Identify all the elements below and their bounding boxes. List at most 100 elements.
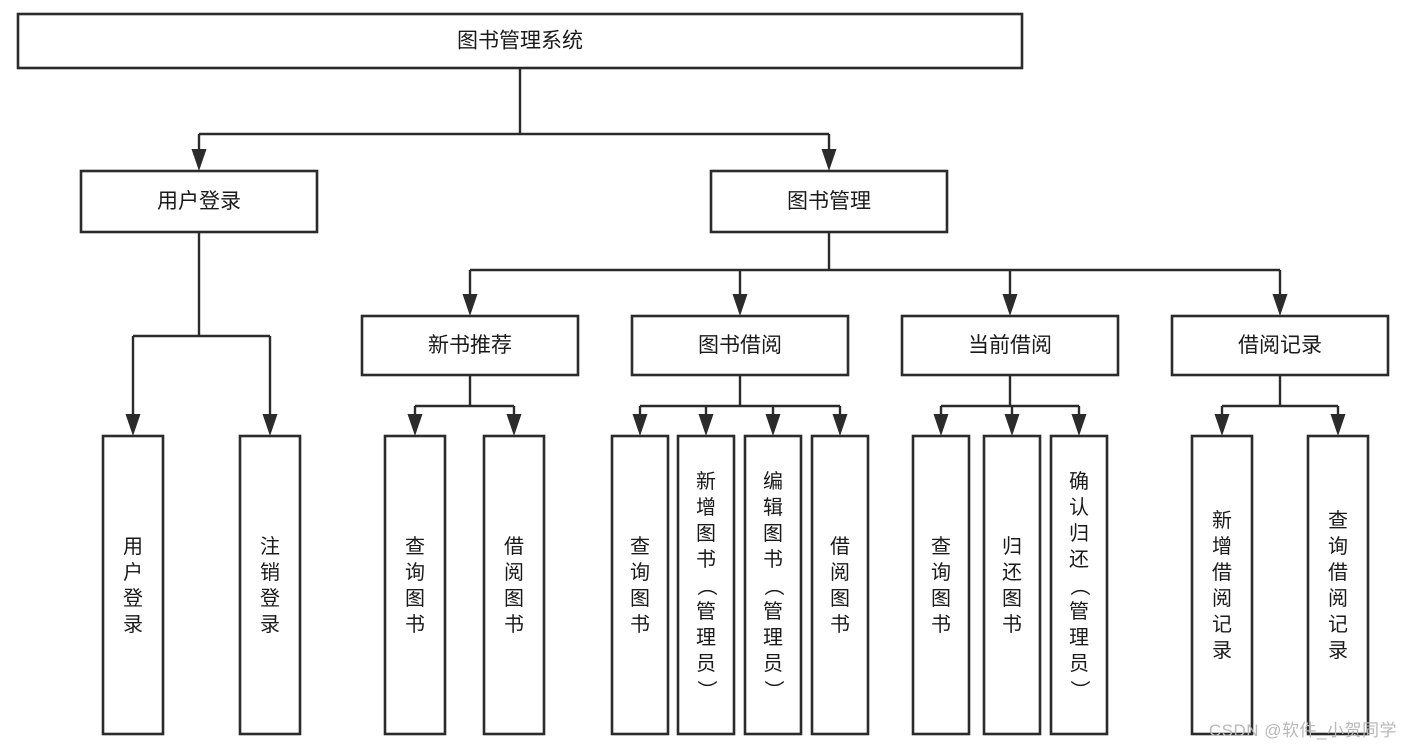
node-label-char: 查 bbox=[931, 535, 951, 558]
arrow-head-icon bbox=[1004, 414, 1020, 436]
node-box bbox=[1306, 434, 1370, 736]
node-label-char: 记 bbox=[1212, 613, 1232, 636]
node-current-borrow[interactable]: 当前借阅 bbox=[900, 314, 1120, 377]
node-box bbox=[630, 314, 850, 377]
node-label-char: 书 bbox=[696, 548, 716, 571]
node-user-login[interactable]: 用户登录 bbox=[79, 169, 319, 234]
node-label-char: ） bbox=[695, 680, 718, 700]
node-label: 用户登录 bbox=[157, 190, 241, 213]
node-label-char: 销 bbox=[260, 561, 280, 584]
arrow-head-icon bbox=[1272, 294, 1288, 316]
arrow-head-icon bbox=[821, 149, 837, 171]
node-label-char: 书 bbox=[931, 613, 951, 636]
node-label-char: 录 bbox=[1328, 640, 1348, 662]
node-label-char: 管 bbox=[696, 600, 716, 623]
node-label-char: 书 bbox=[1002, 613, 1022, 636]
node-book-manage[interactable]: 图书管理 bbox=[709, 169, 949, 234]
node-label: 图书管理系统 bbox=[457, 30, 583, 53]
node-label-char: 录 bbox=[260, 614, 280, 636]
connector-layer bbox=[125, 68, 1346, 436]
node-label: 图书管理 bbox=[787, 190, 871, 213]
node-label-char: 借 bbox=[1212, 561, 1232, 584]
node-label-char: （ bbox=[762, 576, 785, 596]
node-label-char: 借 bbox=[830, 535, 850, 558]
node-borrow-record[interactable]: 借阅记录 bbox=[1170, 314, 1390, 377]
node-label-char: 查 bbox=[630, 535, 650, 558]
arrow-head-icon bbox=[462, 294, 478, 316]
node-root[interactable]: 图书管理系统 bbox=[16, 12, 1024, 70]
arrow-head-icon bbox=[732, 294, 748, 316]
node-box bbox=[911, 434, 971, 736]
csdn-watermark: CSDN @软件_小贺同学 bbox=[1208, 721, 1397, 740]
node-label-char: 图 bbox=[1002, 588, 1022, 610]
node-label-char: 理 bbox=[763, 627, 783, 649]
node-label-char: 图 bbox=[830, 588, 850, 610]
arrow-head-icon bbox=[765, 414, 781, 436]
node-label-char: 图 bbox=[630, 588, 650, 610]
node-label-char: 编 bbox=[763, 470, 783, 493]
node-label-char: 书 bbox=[630, 613, 650, 636]
arrow-head-icon bbox=[1330, 414, 1346, 436]
node-box bbox=[709, 169, 949, 234]
node-label-char: （ bbox=[695, 576, 718, 596]
node-label-char: 阅 bbox=[830, 561, 850, 584]
node-label-char: 图 bbox=[931, 588, 951, 610]
node-label-char: 注 bbox=[260, 535, 280, 558]
node-label: 借阅记录 bbox=[1238, 334, 1322, 357]
node-box bbox=[610, 434, 670, 736]
node-box bbox=[16, 12, 1024, 70]
arrow-head-icon bbox=[407, 414, 423, 436]
node-label-char: 录 bbox=[123, 614, 143, 636]
node-box bbox=[743, 434, 803, 736]
arrow-head-icon bbox=[191, 149, 207, 171]
node-label-char: 记 bbox=[1328, 613, 1348, 636]
node-leaf-user-login[interactable]: 用户登录 bbox=[101, 434, 165, 736]
node-label-char: 书 bbox=[830, 613, 850, 636]
arrow-head-icon bbox=[832, 414, 848, 436]
node-box bbox=[1049, 434, 1109, 736]
node-box bbox=[101, 434, 165, 736]
node-label-char: 询 bbox=[931, 561, 951, 584]
node-label-char: 图 bbox=[405, 588, 425, 610]
node-label-char: 登 bbox=[260, 587, 280, 610]
node-label-char: 确 bbox=[1069, 470, 1089, 493]
node-label-char: 询 bbox=[405, 561, 425, 584]
node-label-char: ） bbox=[1068, 680, 1091, 700]
node-label-char: 还 bbox=[1069, 548, 1089, 571]
node-label-char: ） bbox=[762, 680, 785, 700]
node-layer: 图书管理系统用户登录图书管理新书推荐图书借阅当前借阅借阅记录用户登录注销登录查询… bbox=[16, 12, 1390, 736]
node-book-borrow[interactable]: 图书借阅 bbox=[630, 314, 850, 377]
node-label-char: 查 bbox=[1328, 509, 1348, 532]
node-box bbox=[383, 434, 447, 736]
node-new-book-rec[interactable]: 新书推荐 bbox=[360, 314, 580, 377]
node-label-char: 录 bbox=[1212, 640, 1232, 662]
node-label-char: 书 bbox=[763, 548, 783, 571]
node-box bbox=[482, 434, 546, 736]
arrow-head-icon bbox=[506, 414, 522, 436]
arrow-head-icon bbox=[933, 414, 949, 436]
node-label: 新书推荐 bbox=[428, 334, 512, 357]
node-box bbox=[1190, 434, 1254, 736]
node-label: 图书借阅 bbox=[698, 334, 782, 357]
arrow-head-icon bbox=[1002, 294, 1018, 316]
node-label-char: 辑 bbox=[763, 496, 783, 519]
node-box bbox=[360, 314, 580, 377]
node-label-char: 归 bbox=[1002, 535, 1022, 558]
node-label-char: 增 bbox=[1212, 535, 1232, 558]
node-label-char: 理 bbox=[696, 627, 716, 649]
arrow-head-icon bbox=[698, 414, 714, 436]
node-label-char: 管 bbox=[763, 600, 783, 623]
